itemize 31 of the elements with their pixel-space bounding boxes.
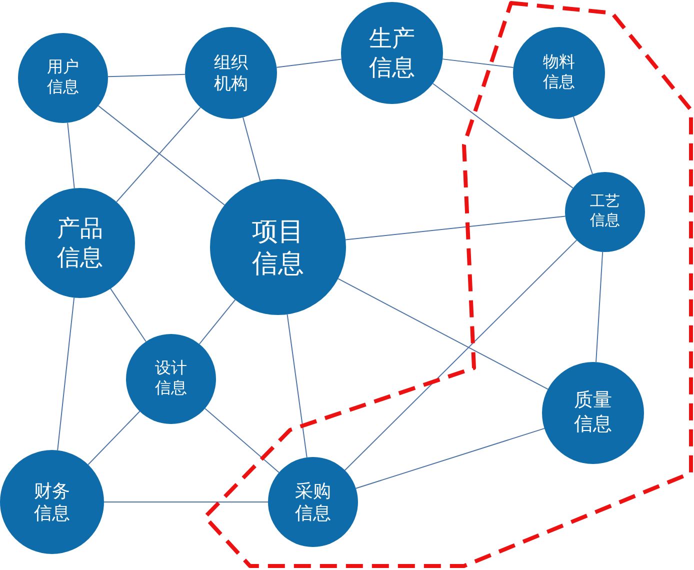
connector-line	[67, 122, 75, 189]
connector-line	[276, 58, 342, 68]
node-label: 项目信息	[251, 214, 305, 280]
connector-line	[344, 240, 578, 471]
connector-line	[107, 74, 186, 78]
connector-line	[338, 278, 548, 390]
connector-line	[98, 105, 226, 206]
connector-line	[442, 58, 514, 68]
node-label: 质量信息	[573, 389, 613, 437]
connector-line	[116, 106, 201, 202]
node-label: 用户信息	[46, 58, 80, 98]
connector-line	[345, 216, 566, 240]
connector-line	[572, 116, 593, 175]
connector-line	[198, 299, 236, 345]
node-label: 组织机构	[213, 52, 249, 94]
connector-line	[88, 410, 140, 466]
connector-line	[432, 83, 574, 189]
connector-line	[242, 116, 261, 182]
connector-line	[286, 314, 308, 458]
node-label: 采购信息	[294, 480, 332, 524]
connector-line	[596, 251, 604, 363]
node-label: 财务信息	[33, 480, 71, 524]
node-label: 物料信息	[542, 53, 576, 93]
connector-line	[110, 288, 146, 342]
node-label: 产品信息	[56, 214, 104, 272]
connector-line	[355, 428, 545, 489]
connector-line	[57, 297, 75, 451]
connector-line	[204, 408, 280, 474]
node-label: 设计信息	[154, 359, 188, 399]
node-label: 生产信息	[368, 24, 416, 82]
node-label: 工艺信息	[589, 193, 621, 231]
